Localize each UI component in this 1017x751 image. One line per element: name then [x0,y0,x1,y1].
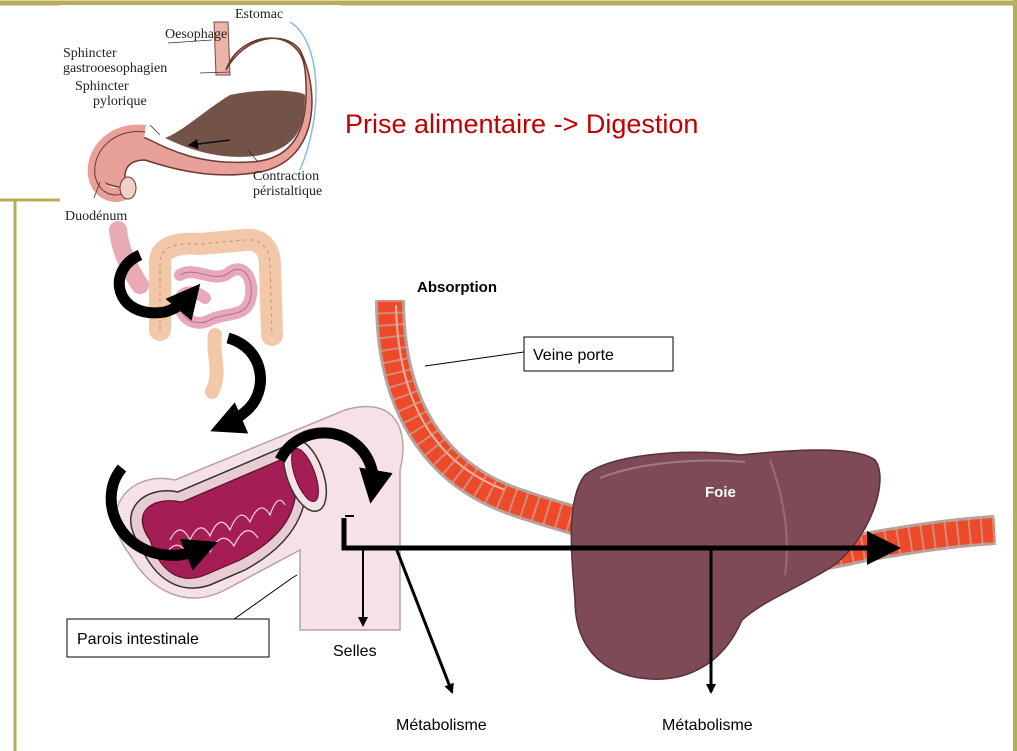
label-oesophage: Oesophage [165,27,227,42]
label-pylorique: pylorique [93,94,147,109]
parois-box: Parois intestinale [67,619,269,657]
arrow-metabolisme-1 [396,548,452,692]
stomach-illustration: Oesophage Estomac Sphincter gastrooesoph… [60,5,340,225]
slide-title: Prise alimentaire -> Digestion [345,109,698,139]
label-sphincter-2: Sphincter [75,79,129,94]
label-gastrooesophagien: gastrooesophagien [63,61,167,76]
veine-porte-box: Veine porte [524,337,673,371]
flow-arrow-2 [225,338,260,425]
liver: Foie [571,450,880,679]
label-selles: Selles [333,643,377,660]
label-absorption: Absorption [417,279,497,296]
label-peristaltique: péristaltique [253,184,322,199]
label-parois: Parois intestinale [77,631,199,648]
label-estomac: Estomac [235,7,283,22]
label-metabolisme-2: Métabolisme [662,717,753,734]
intestine-cross-section [116,406,403,630]
label-veine-porte: Veine porte [533,347,614,364]
label-metabolisme-1: Métabolisme [396,717,487,734]
label-sphincter-1: Sphincter [63,46,117,61]
label-contraction: Contraction [253,169,319,184]
veine-porte-leader [425,352,524,366]
label-foie: Foie [705,484,736,501]
